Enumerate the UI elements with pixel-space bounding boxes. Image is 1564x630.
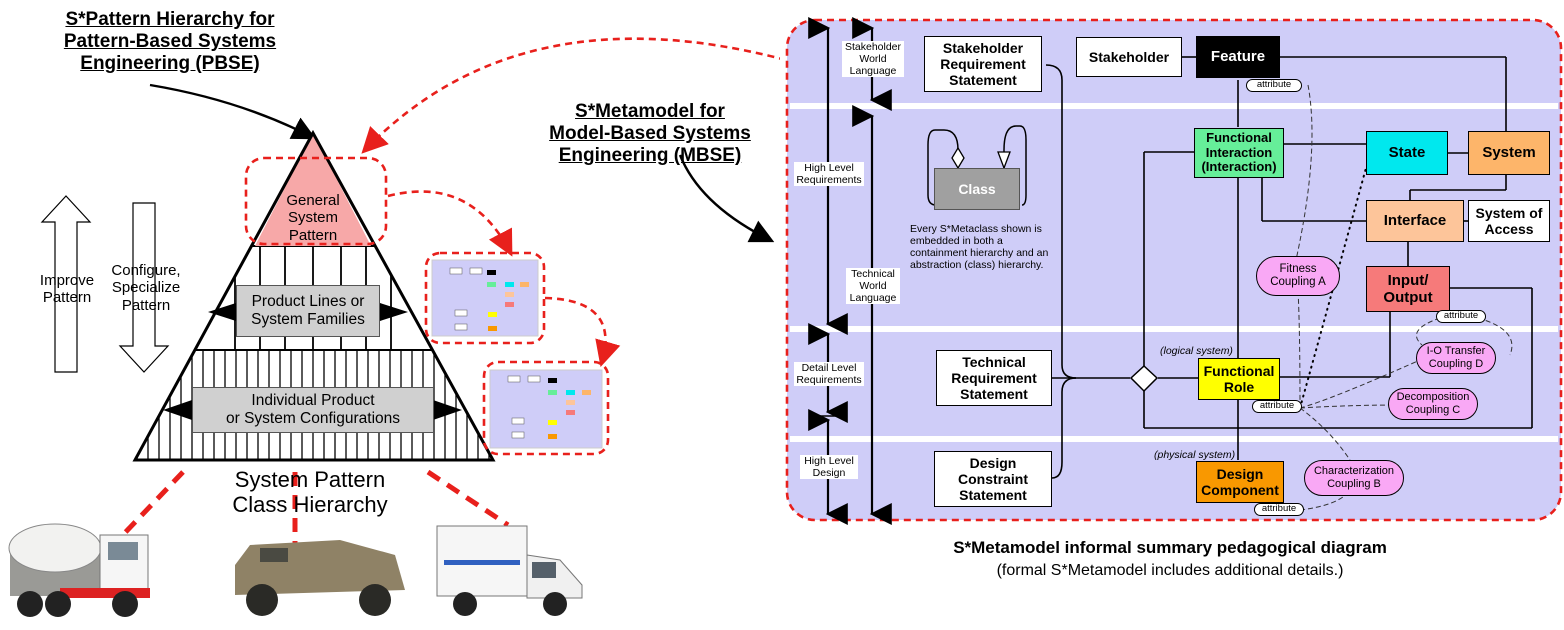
interface-box: Interface xyxy=(1366,200,1464,242)
feature-attribute-pill: attribute xyxy=(1246,79,1302,92)
stakeholder-box: Stakeholder xyxy=(1076,37,1182,77)
state-box: State xyxy=(1366,131,1448,175)
metamodel-subcaption: (formal S*Metamodel includes additional … xyxy=(996,562,1344,579)
design-component-attribute-pill: attribute xyxy=(1254,503,1304,516)
feature-box: Feature xyxy=(1196,36,1280,78)
functional-role-attribute-pill: attribute xyxy=(1252,400,1302,413)
mbse-pointer-arrow xyxy=(678,154,775,243)
physical-system-label: (physical system) xyxy=(1154,449,1236,461)
pbse-pointer-arrow xyxy=(149,83,317,140)
logical-system-label: (logical system) xyxy=(1160,345,1233,357)
armored-military-vehicle xyxy=(235,540,405,616)
metamodel-thumbnail-2 xyxy=(489,369,603,449)
metamodel-caption: S*Metamodel informal summary pedagogical… xyxy=(953,538,1387,557)
configure-arrow xyxy=(118,202,170,373)
input-output-box: Input/Output xyxy=(1366,266,1450,312)
ambulance xyxy=(436,525,583,616)
metamodel-thumbnail-1 xyxy=(431,259,539,337)
cement-mixer-truck xyxy=(8,523,150,617)
improve-arrow xyxy=(40,195,92,373)
class-box: Class xyxy=(934,168,1020,210)
system-box: System xyxy=(1468,131,1550,175)
io-attribute-pill: attribute xyxy=(1436,310,1486,323)
